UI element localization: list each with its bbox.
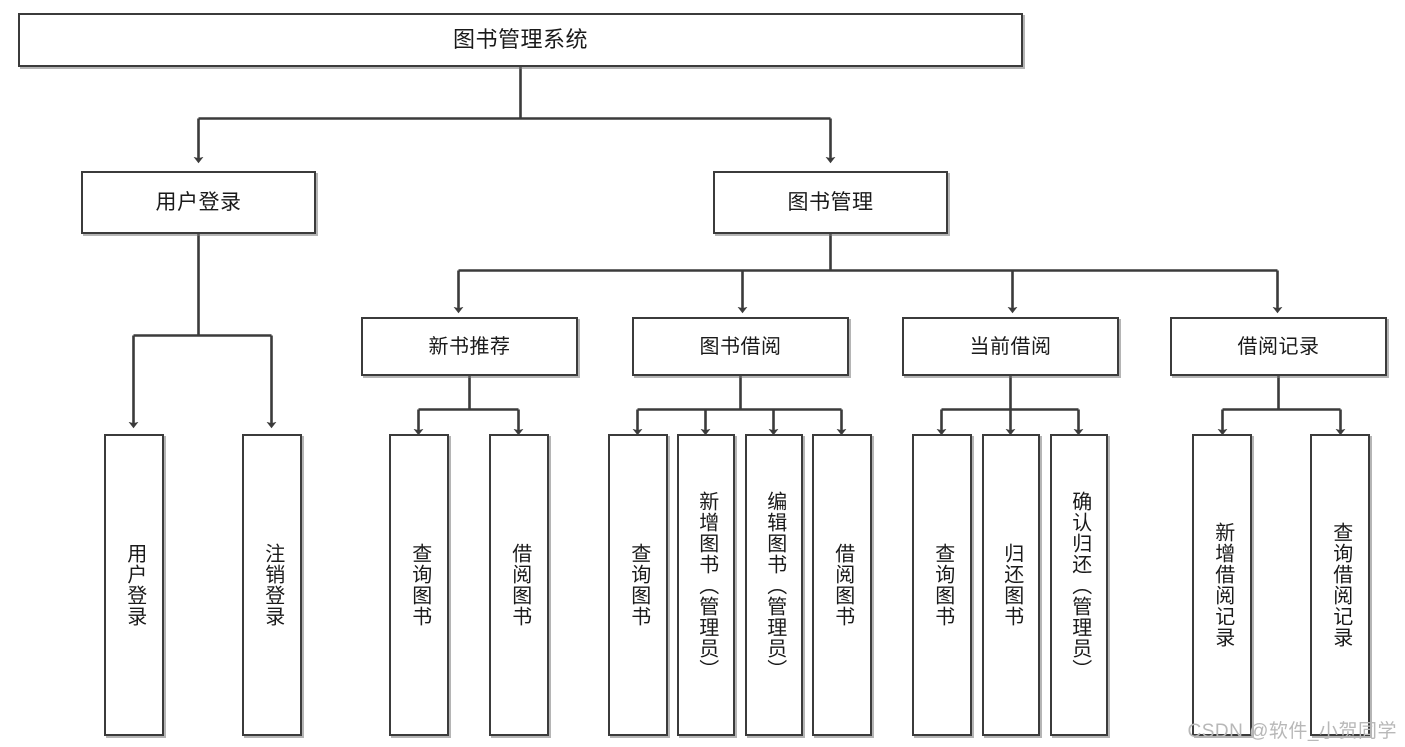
node-label: 归还图书 [1000, 543, 1023, 627]
node-root-book-management-system[interactable]: 图书管理系统 [18, 13, 1023, 67]
watermark-text: CSDN @软件_小贺同学 [1187, 721, 1397, 742]
node-book-manage[interactable]: 图书管理 [713, 171, 948, 234]
node-label: 用户登录 [123, 543, 146, 627]
node-new-book-recommend[interactable]: 新书推荐 [361, 317, 578, 376]
node-label: 新增图书（管理员） [695, 490, 718, 680]
node-label: 查询图书 [408, 543, 431, 627]
node-leaf-borrow-book[interactable]: 借阅图书 [812, 434, 872, 736]
node-label: 查询图书 [627, 543, 650, 627]
node-leaf-add-book[interactable]: 新增图书（管理员） [677, 434, 735, 736]
node-label: 新书推荐 [428, 335, 511, 358]
node-label: 编辑图书（管理员） [763, 490, 786, 680]
node-label: 查询借阅记录 [1329, 522, 1352, 648]
node-book-borrow[interactable]: 图书借阅 [632, 317, 849, 376]
node-label: 借阅记录 [1237, 335, 1320, 358]
node-leaf-user-logout[interactable]: 注销登录 [242, 434, 302, 736]
node-label: 注销登录 [261, 543, 284, 627]
node-leaf-borrow-book-recommend[interactable]: 借阅图书 [489, 434, 549, 736]
node-leaf-edit-book[interactable]: 编辑图书（管理员） [745, 434, 803, 736]
node-label: 图书借阅 [699, 335, 782, 358]
node-label: 图书管理 [787, 190, 874, 214]
node-label: 当前借阅 [969, 335, 1052, 358]
node-leaf-add-borrow-record[interactable]: 新增借阅记录 [1192, 434, 1252, 736]
node-leaf-query-book-borrow[interactable]: 查询图书 [608, 434, 668, 736]
node-leaf-return-book[interactable]: 归还图书 [982, 434, 1040, 736]
node-current-borrow[interactable]: 当前借阅 [902, 317, 1119, 376]
node-leaf-user-login[interactable]: 用户登录 [104, 434, 164, 736]
node-leaf-query-book-current[interactable]: 查询图书 [912, 434, 972, 736]
node-label: 图书管理系统 [452, 26, 588, 52]
node-leaf-confirm-return[interactable]: 确认归还（管理员） [1050, 434, 1108, 736]
node-user-login[interactable]: 用户登录 [81, 171, 316, 234]
node-leaf-query-borrow-record[interactable]: 查询借阅记录 [1310, 434, 1370, 736]
node-borrow-record[interactable]: 借阅记录 [1170, 317, 1387, 376]
node-label: 确认归还（管理员） [1068, 490, 1091, 680]
node-leaf-query-book-recommend[interactable]: 查询图书 [389, 434, 449, 736]
node-label: 新增借阅记录 [1211, 522, 1234, 648]
node-label: 查询图书 [931, 543, 954, 627]
node-label: 用户登录 [155, 190, 242, 214]
node-label: 借阅图书 [508, 543, 531, 627]
node-label: 借阅图书 [831, 543, 854, 627]
